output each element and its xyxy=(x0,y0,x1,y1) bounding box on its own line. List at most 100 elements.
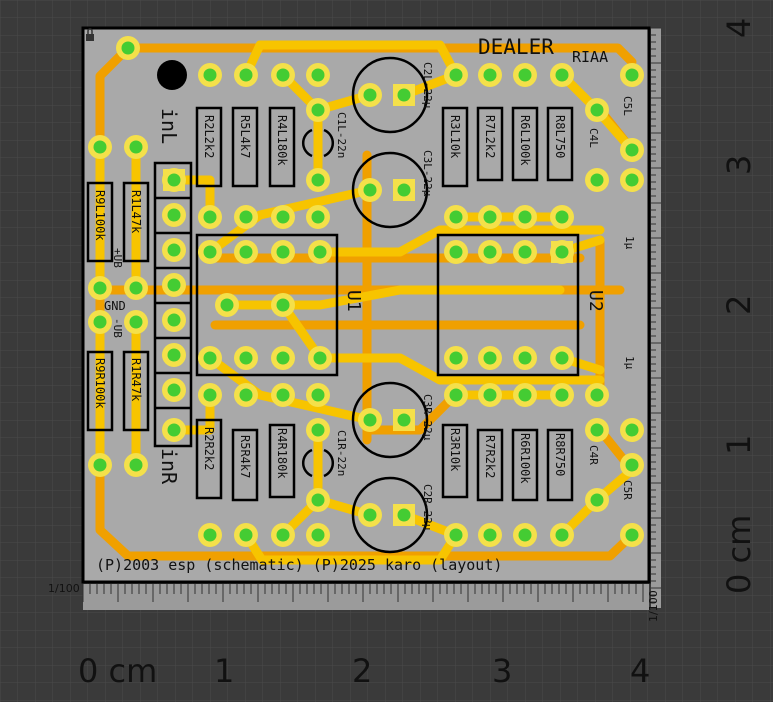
pad xyxy=(513,346,537,370)
component-label: R8R750 xyxy=(553,433,567,476)
label-inductor-1: 1μ xyxy=(623,236,636,250)
pad xyxy=(308,240,332,264)
pad xyxy=(88,310,112,334)
pad xyxy=(198,346,222,370)
pad xyxy=(234,63,258,87)
pad xyxy=(620,63,644,87)
pad xyxy=(444,63,468,87)
scale-h-0: 0 cm xyxy=(78,652,157,690)
square-pad-hole xyxy=(555,245,569,259)
component-label: C4R xyxy=(587,445,600,465)
square-pad-hole xyxy=(397,183,411,197)
pad xyxy=(234,523,258,547)
component-label: C1L-22n xyxy=(335,112,348,158)
pad xyxy=(550,205,574,229)
pad xyxy=(124,276,148,300)
pad xyxy=(478,346,502,370)
component-label: R4L180k xyxy=(275,115,289,166)
pad xyxy=(215,293,239,317)
component-label: C1R-22n xyxy=(335,430,348,476)
pad xyxy=(620,418,644,442)
board-credits: (P)2003 esp (schematic) (P)2025 karo (la… xyxy=(96,556,502,574)
label-inductor-2: 1μ xyxy=(623,356,636,370)
label-in-l: inL xyxy=(157,108,181,144)
pad xyxy=(162,378,186,402)
pad xyxy=(234,383,258,407)
scale-h-2: 2 xyxy=(352,652,372,690)
component-label: R4R180k xyxy=(275,428,289,479)
pad xyxy=(550,346,574,370)
scale-horizontal: 0 cm 1 2 3 4 xyxy=(78,652,650,690)
scale-v-4: 4 xyxy=(720,18,758,38)
pad xyxy=(550,63,574,87)
pad xyxy=(198,523,222,547)
pad xyxy=(162,238,186,262)
pad xyxy=(620,453,644,477)
pad xyxy=(271,63,295,87)
pad xyxy=(234,205,258,229)
pad xyxy=(585,168,609,192)
pad xyxy=(308,346,332,370)
component-label: R7L2k2 xyxy=(483,115,497,158)
scale-v-3: 3 xyxy=(720,155,758,175)
pad xyxy=(513,383,537,407)
component-label: R8L750 xyxy=(553,115,567,158)
component-label: R5L4k7 xyxy=(238,115,252,158)
component-label: C4L xyxy=(587,128,600,148)
component-label: R9L100k xyxy=(93,190,107,241)
ruler-h-fraction: 1/100 xyxy=(48,582,80,595)
ruler-v-fraction: 1/100 xyxy=(647,590,660,622)
square-pad-hole xyxy=(397,88,411,102)
pad-group xyxy=(88,36,644,547)
pad xyxy=(306,98,330,122)
square-pad-hole xyxy=(167,173,181,187)
pad xyxy=(478,383,502,407)
pad xyxy=(124,135,148,159)
pad xyxy=(550,523,574,547)
pad xyxy=(162,343,186,367)
component-label: R1R47k xyxy=(129,358,143,402)
pad xyxy=(478,205,502,229)
pad xyxy=(271,240,295,264)
pad xyxy=(306,205,330,229)
pad xyxy=(620,168,644,192)
component-label: C5R xyxy=(621,480,634,500)
component-label: R6R100k xyxy=(518,433,532,484)
pad xyxy=(88,135,112,159)
pad xyxy=(198,205,222,229)
pad xyxy=(513,205,537,229)
component-label: R1L47k xyxy=(129,190,143,234)
pad xyxy=(271,205,295,229)
component-label: R2R2k2 xyxy=(202,427,216,470)
square-pad-hole xyxy=(397,508,411,522)
pad xyxy=(513,63,537,87)
label-gnd: GND xyxy=(104,299,126,313)
component-label: C2L-22μ xyxy=(421,62,434,109)
label-minus-ub: -UB xyxy=(111,318,124,338)
pad xyxy=(198,240,222,264)
pad xyxy=(162,273,186,297)
component-label: R5R4k7 xyxy=(238,435,252,478)
pad xyxy=(88,276,112,300)
lock-icon xyxy=(86,34,94,41)
pad xyxy=(271,346,295,370)
pad xyxy=(124,453,148,477)
pad xyxy=(234,346,258,370)
pad xyxy=(306,383,330,407)
ruler-h-ticks xyxy=(82,584,644,602)
mounting-hole xyxy=(157,60,187,90)
pad xyxy=(620,523,644,547)
pad xyxy=(513,240,537,264)
pad xyxy=(478,240,502,264)
pad xyxy=(306,523,330,547)
label-in-r: inR xyxy=(157,448,181,485)
scale-vertical: 0 cm 1 2 3 4 xyxy=(720,18,758,594)
pad xyxy=(271,523,295,547)
pad xyxy=(124,310,148,334)
pad xyxy=(444,523,468,547)
label-plus-ub: +UB xyxy=(111,248,124,268)
pad xyxy=(585,383,609,407)
pad xyxy=(271,293,295,317)
pad xyxy=(358,503,382,527)
pad xyxy=(444,383,468,407)
